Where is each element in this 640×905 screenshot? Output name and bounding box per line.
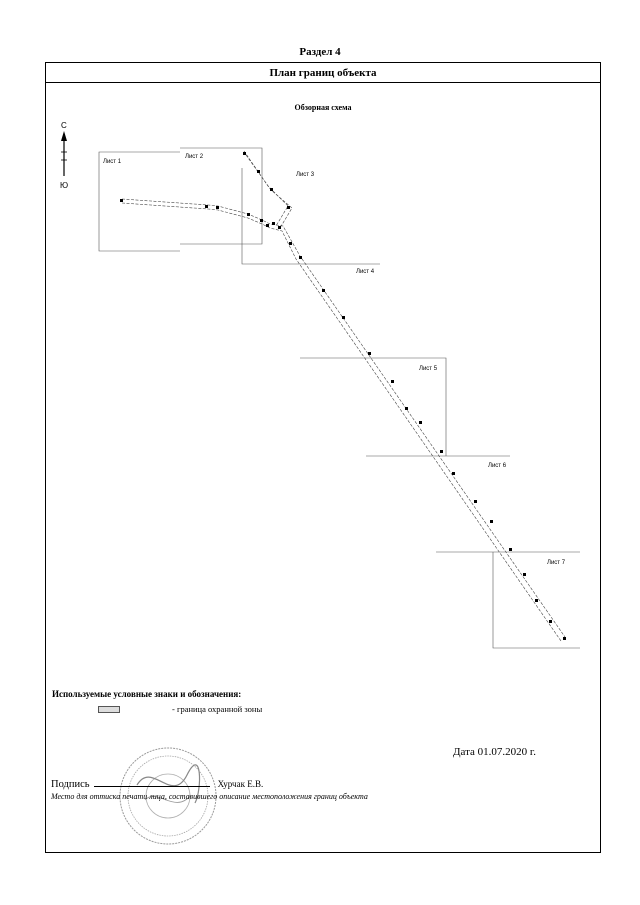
sheet-label-3: Лист 3 <box>296 172 315 178</box>
boundary-points <box>120 152 566 640</box>
compass-north-label: С <box>61 121 67 130</box>
stamp-note: Место для оттиска печати лица, составивш… <box>51 792 368 801</box>
signer-name: Хурчак Е.В. <box>217 779 264 789</box>
compass-south-label: Ю <box>60 181 68 190</box>
protection-zone-boundary <box>121 150 566 642</box>
sheet-frames <box>98 147 580 649</box>
legend-zone-label: - граница охранной зоны <box>172 704 263 714</box>
legend-zone-swatch <box>98 706 120 713</box>
signature-line <box>93 777 210 787</box>
section-title: Раздел 4 <box>299 46 341 58</box>
sheet-label-5: Лист 5 <box>419 366 438 372</box>
sheet-label-6: Лист 6 <box>488 463 507 469</box>
scheme-title: Обзорная схема <box>294 103 352 112</box>
compass-arrow-icon <box>61 131 67 176</box>
signature-label: Подпись <box>51 779 90 790</box>
document-date: Дата 01.07.2020 г. <box>453 746 536 758</box>
document-title: План границ объекта <box>46 63 600 83</box>
legend-title: Используемые условные знаки и обозначени… <box>52 689 242 699</box>
page-frame: План границ объекта <box>45 62 601 853</box>
sheet-label-2: Лист 2 <box>185 154 204 160</box>
seal-stamp-icon <box>119 747 217 845</box>
sheet-label-7: Лист 7 <box>547 560 566 566</box>
signature-row: Подпись Хурчак Е.В. <box>51 777 263 790</box>
sheet-label-4: Лист 4 <box>356 269 375 275</box>
sheet-label-1: Лист 1 <box>103 159 122 165</box>
